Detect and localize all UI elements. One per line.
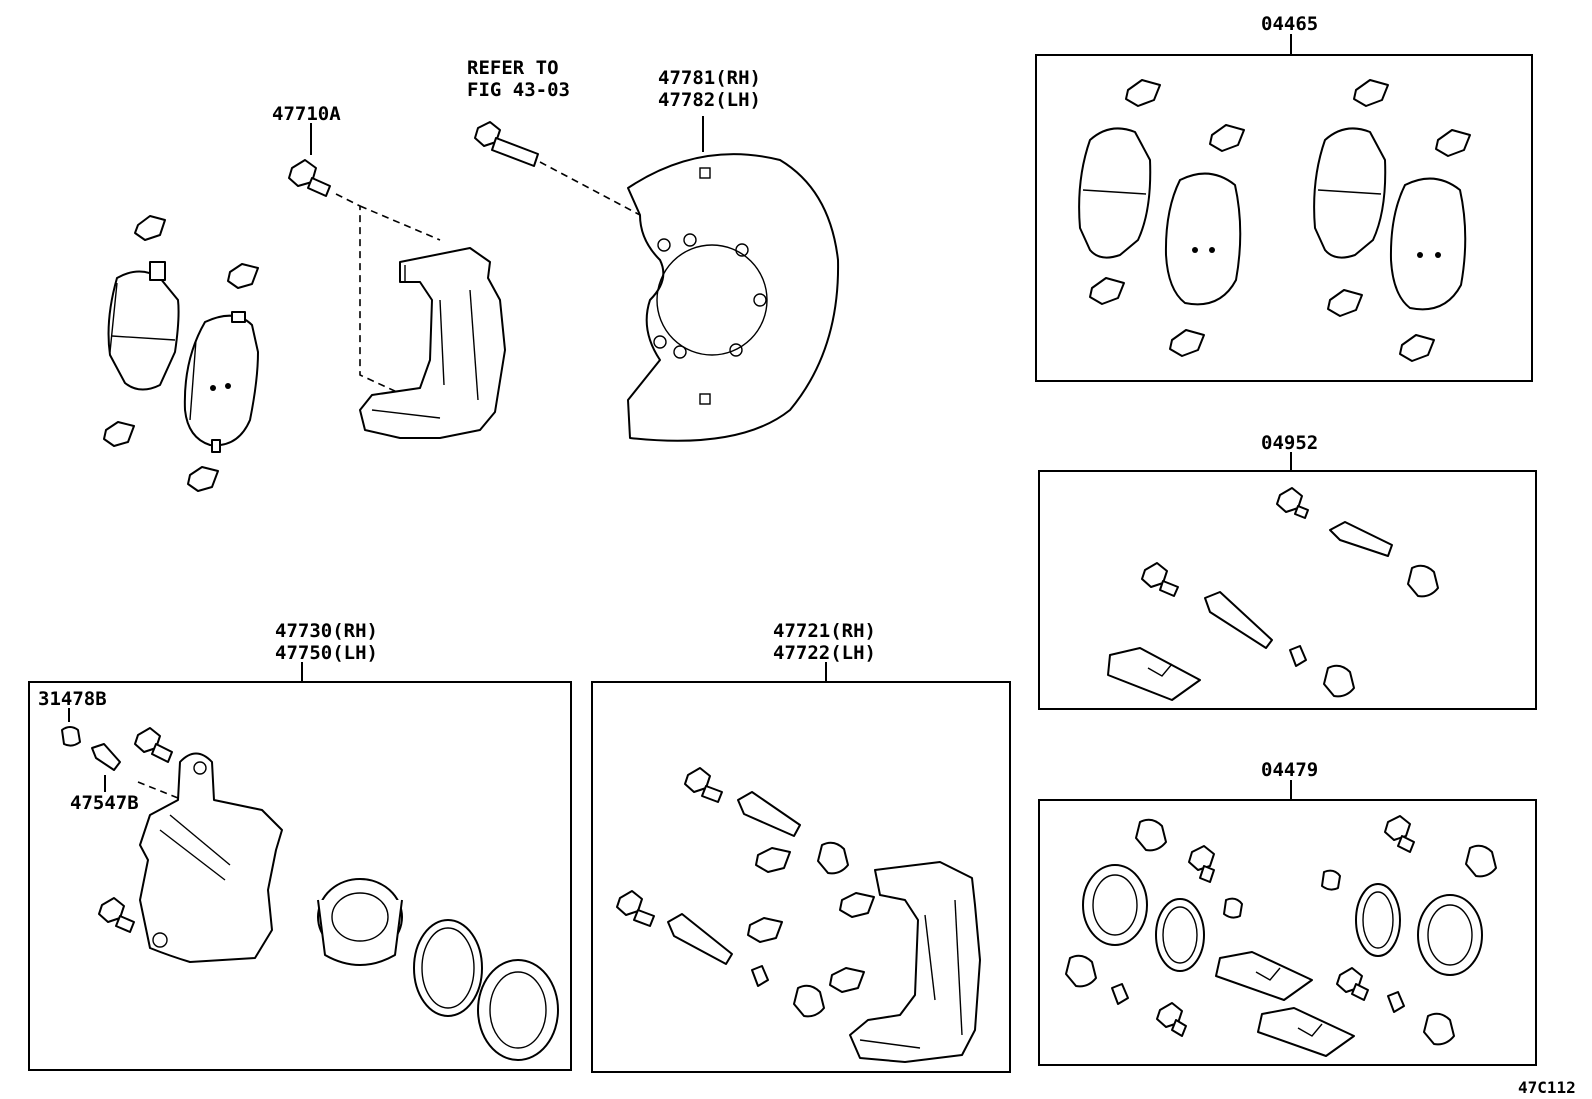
- shim-clips-top-left: [103, 215, 259, 492]
- pad-kit-04465-parts: [1078, 79, 1471, 362]
- label-47750-lh: 47750(LH): [275, 642, 378, 664]
- label-47722-lh: 47722(LH): [773, 642, 876, 664]
- cylinder-kit-04479-parts: [1065, 815, 1497, 1057]
- label-04952: 04952: [1261, 432, 1319, 454]
- dash-bolt-to-mount-2: [359, 205, 441, 241]
- label-refer-to: REFER TO: [467, 57, 559, 79]
- label-figure-code: 47C112: [1518, 1078, 1576, 1097]
- caliper-cylinder-parts: [61, 726, 559, 1061]
- label-31478B: 31478B: [38, 688, 107, 710]
- dash-bolt-to-shield: [539, 161, 641, 216]
- label-fig-43-03: FIG 43-03: [467, 79, 570, 101]
- label-04479: 04479: [1261, 759, 1319, 781]
- bolt-refer-fig: [474, 121, 539, 167]
- caliper-mounting-parts: [616, 767, 981, 1063]
- label-47547B: 47547B: [70, 792, 139, 814]
- dash-bolt-to-mount: [335, 193, 411, 399]
- pin-kit-04952-parts: [1107, 487, 1439, 701]
- bolt-47710A: [288, 159, 331, 197]
- disc-brake-dust-shield: [627, 153, 840, 442]
- label-47730-rh: 47730(RH): [275, 620, 378, 642]
- brake-pads-top-left: [107, 261, 259, 453]
- label-47710A: 47710A: [272, 103, 341, 125]
- label-47782-lh: 47782(LH): [658, 89, 761, 111]
- label-04465: 04465: [1261, 13, 1319, 35]
- box-04479: [1038, 799, 1537, 1066]
- box-04952: [1038, 470, 1537, 710]
- label-47781-rh: 47781(RH): [658, 67, 761, 89]
- dash-bleeder: [137, 781, 179, 799]
- label-47721-rh: 47721(RH): [773, 620, 876, 642]
- box-caliper-mounting: [591, 681, 1011, 1073]
- caliper-mounting-top: [359, 247, 506, 439]
- box-caliper-cylinder: [28, 681, 572, 1071]
- box-04465: [1035, 54, 1533, 382]
